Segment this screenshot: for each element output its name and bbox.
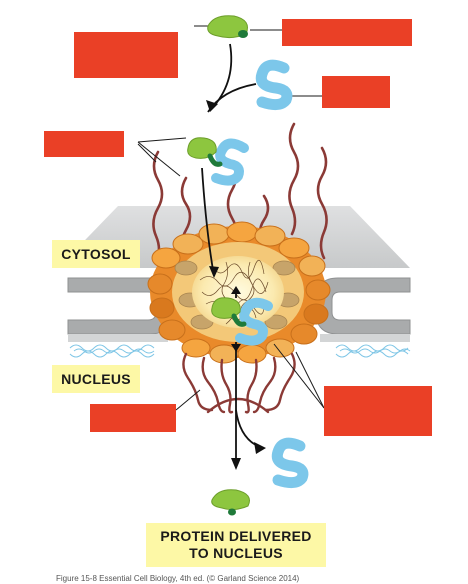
nuclear-lamina — [69, 344, 411, 358]
cytosol-label: CYTOSOL — [52, 240, 140, 268]
protein-delivered-label-line2: TO NUCLEUS — [189, 545, 283, 561]
leader-lines — [137, 25, 325, 411]
figure-caption: Figure 15-8 Essential Cell Biology, 4th … — [56, 574, 300, 583]
cargo-protein-delivered — [211, 489, 250, 516]
cargo-protein-free — [207, 15, 248, 39]
protein-delivered-label-line1: PROTEIN DELIVERED — [160, 528, 312, 544]
nuclear-basket — [182, 352, 296, 414]
redacted-label-box — [324, 386, 432, 436]
importin-cargo-complex-cytosol — [187, 137, 249, 186]
importin-free — [255, 59, 293, 111]
protein-delivered-label: PROTEIN DELIVERED TO NUCLEUS — [146, 523, 326, 567]
importin-released — [271, 437, 309, 489]
nucleus-label: NUCLEUS — [52, 365, 140, 393]
redacted-label-box — [74, 32, 178, 78]
redacted-label-box — [44, 131, 124, 157]
redacted-label-box — [90, 404, 176, 432]
importin-cargo-complex-pore — [211, 297, 273, 346]
redacted-label-box — [322, 76, 390, 108]
arrowheads — [206, 100, 266, 470]
redacted-label-box — [282, 19, 412, 46]
